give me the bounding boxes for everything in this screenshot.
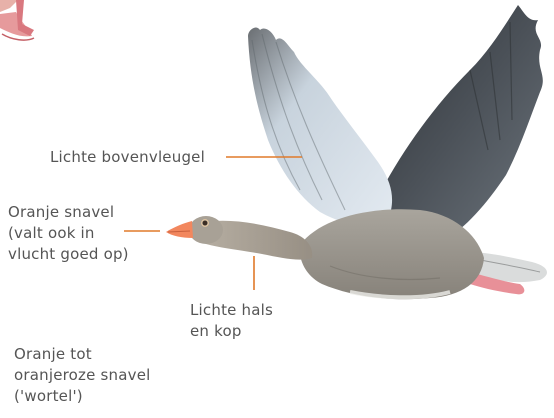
body — [300, 209, 484, 299]
label-neck-head: Lichte hals en kop — [190, 300, 273, 342]
goose-feet-corner — [0, 0, 34, 40]
label-beak-flight: Oranje snavel (valt ook in vlucht goed o… — [8, 202, 129, 265]
beak — [166, 221, 193, 238]
eye — [203, 221, 208, 226]
label-upper-wing: Lichte bovenvleugel — [50, 147, 205, 168]
label-beak-color: Oranje tot oranjeroze snavel ('wortel') — [14, 344, 151, 407]
back-wing — [372, 5, 543, 240]
